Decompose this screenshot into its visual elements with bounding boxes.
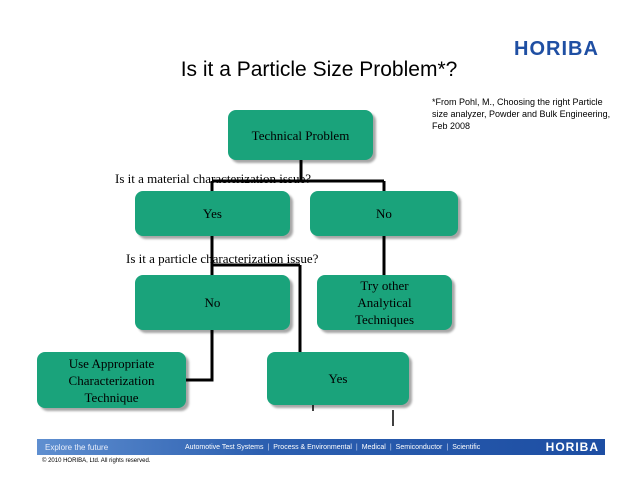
node-try-other: Try other Analytical Techniques: [317, 275, 452, 330]
footer-separator: |: [389, 443, 392, 451]
horiba-logo: HORIBA: [514, 38, 599, 60]
node-no-2-label: No: [204, 295, 221, 310]
node-yes-2: Yes: [267, 352, 409, 405]
node-technical-problem-label: Technical Problem: [251, 127, 350, 143]
footer-bar: Explore the future Automotive Test Syste…: [37, 439, 605, 455]
node-no-1: No: [310, 191, 458, 236]
footer-separator: |: [446, 443, 449, 451]
node-use-appropriate: Use Appropriate Characterization Techniq…: [37, 352, 186, 408]
node-yes-1: Yes: [135, 191, 290, 236]
question-particle: Is it a particle characterization issue?: [126, 251, 319, 266]
question-material: Is it a material characterization issue?: [115, 171, 311, 186]
node-no-1-label: No: [376, 206, 392, 221]
copyright-text: © 2010 HORIBA, Ltd. All rights reserved.: [42, 458, 151, 464]
node-technical-problem: Technical Problem: [228, 110, 373, 160]
connector-no-to-use: [186, 330, 214, 382]
footer-separator: |: [267, 443, 270, 451]
footer-separator: |: [355, 443, 358, 451]
node-use-appropriate-label: Use Appropriate Characterization Techniq…: [68, 355, 155, 405]
footer-horiba-logo: HORIBA: [545, 440, 599, 454]
footer-category: Automotive Test Systems: [185, 443, 264, 451]
footer-category: Scientific: [452, 443, 481, 451]
footer-category: Process & Environmental: [273, 443, 352, 451]
node-yes-2-label: Yes: [328, 371, 348, 386]
node-no-2: No: [135, 275, 290, 330]
footer-category: Semiconductor: [395, 443, 443, 451]
node-try-other-label: Try other Analytical Techniques: [354, 278, 414, 327]
footer-categories: Automotive Test Systems | Process & Envi…: [185, 444, 480, 451]
node-yes-1-label: Yes: [203, 206, 222, 221]
footer-tagline: Explore the future: [45, 442, 109, 452]
footer-category: Medical: [361, 443, 386, 451]
source-note: *From Pohl, M., Choosing the right Parti…: [432, 97, 611, 131]
slide-title: Is it a Particle Size Problem*?: [180, 58, 458, 81]
